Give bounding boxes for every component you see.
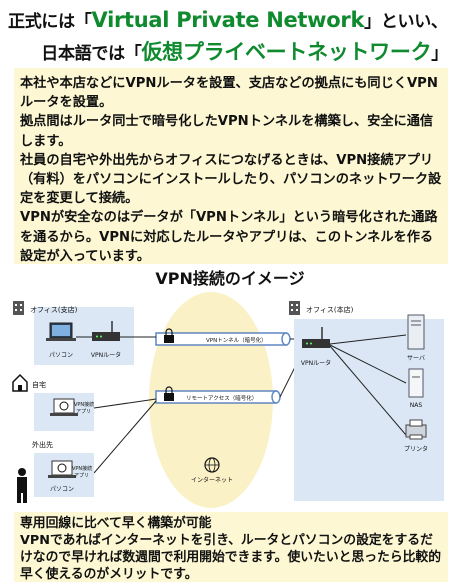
internet-label: インターネット <box>191 476 233 484</box>
away-app-label-1: VPN接続 <box>72 465 92 472</box>
router-icon <box>302 327 330 348</box>
intro-paragraph: 社員の自宅や外出先からオフィスにつなげるときは、VPN接続アプリ（有料）をパソコ… <box>20 152 442 207</box>
nas-link <box>329 344 407 384</box>
headline-term-japanese: 仮想プライベートネットワーク <box>141 40 432 64</box>
outro-text: 専用回線に比べて早く構築が可能 VPNであればインターネットを引き、ルータとパソ… <box>20 515 445 583</box>
headline-term-english: Virtual Private Network <box>91 8 365 32</box>
headline-suffix: 」といい、 <box>364 12 448 32</box>
building-icon <box>13 301 24 315</box>
person-icon <box>17 468 27 503</box>
home-app-label-2: アプリ <box>76 409 91 415</box>
headline-prefix-2: 日本語では「 <box>41 44 142 64</box>
branch-router-label: VPNルータ <box>91 351 121 359</box>
laptop-icon <box>46 322 76 341</box>
globe-icon <box>204 457 220 473</box>
nas-label: NAS <box>410 402 423 409</box>
vpn-diagram: VPN接続のイメージ オフィス(支店) パソコン VPNルータ VPNトンネル（… <box>6 265 454 511</box>
laptop-icon <box>50 398 78 416</box>
headline: 正式には「Virtual Private Network」といい、 日本語では「… <box>0 0 458 68</box>
hq-label: オフィス(本店) <box>306 305 354 314</box>
intro-paragraph: VPNが安全なのはデータが「VPNトンネル」という暗号化された通路を通るから。V… <box>20 210 438 264</box>
intro-text: 本社や本店などにVPNルータを設置、支店などの拠点にも同じくVPNルータを設置。… <box>20 74 445 266</box>
branch-pc-label: パソコン <box>49 352 73 359</box>
home-label: 自宅 <box>32 380 46 389</box>
away-link <box>93 400 157 474</box>
printer-label: プリンタ <box>404 445 428 453</box>
nas-icon <box>408 368 424 398</box>
outro-heading: 専用回線に比べて早く構築が可能 <box>20 516 212 531</box>
headline-suffix-2: 」 <box>431 44 448 64</box>
home-app-label-1: VPN接続 <box>74 401 94 408</box>
laptop-icon <box>48 460 76 478</box>
printer-link <box>329 345 407 436</box>
branch-label: オフィス(支店) <box>30 305 78 314</box>
server-icon <box>407 314 425 350</box>
remote-access-tunnel <box>155 390 281 404</box>
intro-panel <box>14 68 448 264</box>
hq-router-label: VPNルータ <box>301 359 331 367</box>
building-icon <box>289 301 300 315</box>
headline-line-1: 正式には「Virtual Private Network」といい、 <box>8 7 448 32</box>
server-label: サーバ <box>407 355 425 362</box>
router-icon <box>92 321 120 341</box>
lock-icon <box>164 386 174 401</box>
intro-paragraph: 本社や本店などにVPNルータを設置、支店などの拠点にも同じくVPNルータを設置。 <box>20 76 438 111</box>
remote-label: リモートアクセス（暗号化） <box>186 394 257 402</box>
outro-paragraph: VPNであればインターネットを引き、ルータとパソコンの設定をするだけなので早けれ… <box>20 533 442 582</box>
headline-prefix: 正式には「 <box>8 12 92 32</box>
server-link <box>329 334 407 345</box>
intro-paragraph: 拠点間はルータ同士で暗号化したVPNトンネルを構築し、安全に通信します。 <box>20 114 434 149</box>
tunnel-label: VPNトンネル（暗号化） <box>206 336 267 344</box>
headline-line-2: 日本語では「仮想プライベートネットワーク」 <box>41 36 448 66</box>
away-label: 外出先 <box>32 440 53 449</box>
away-pc-label: パソコン <box>50 486 74 493</box>
home-link <box>93 398 157 409</box>
outro-panel <box>14 512 448 582</box>
lock-icon <box>164 328 174 343</box>
house-icon <box>12 373 28 392</box>
printer-icon <box>405 419 427 440</box>
away-app-label-2: アプリ <box>74 473 89 479</box>
diagram-title: VPN接続のイメージ <box>155 269 304 288</box>
